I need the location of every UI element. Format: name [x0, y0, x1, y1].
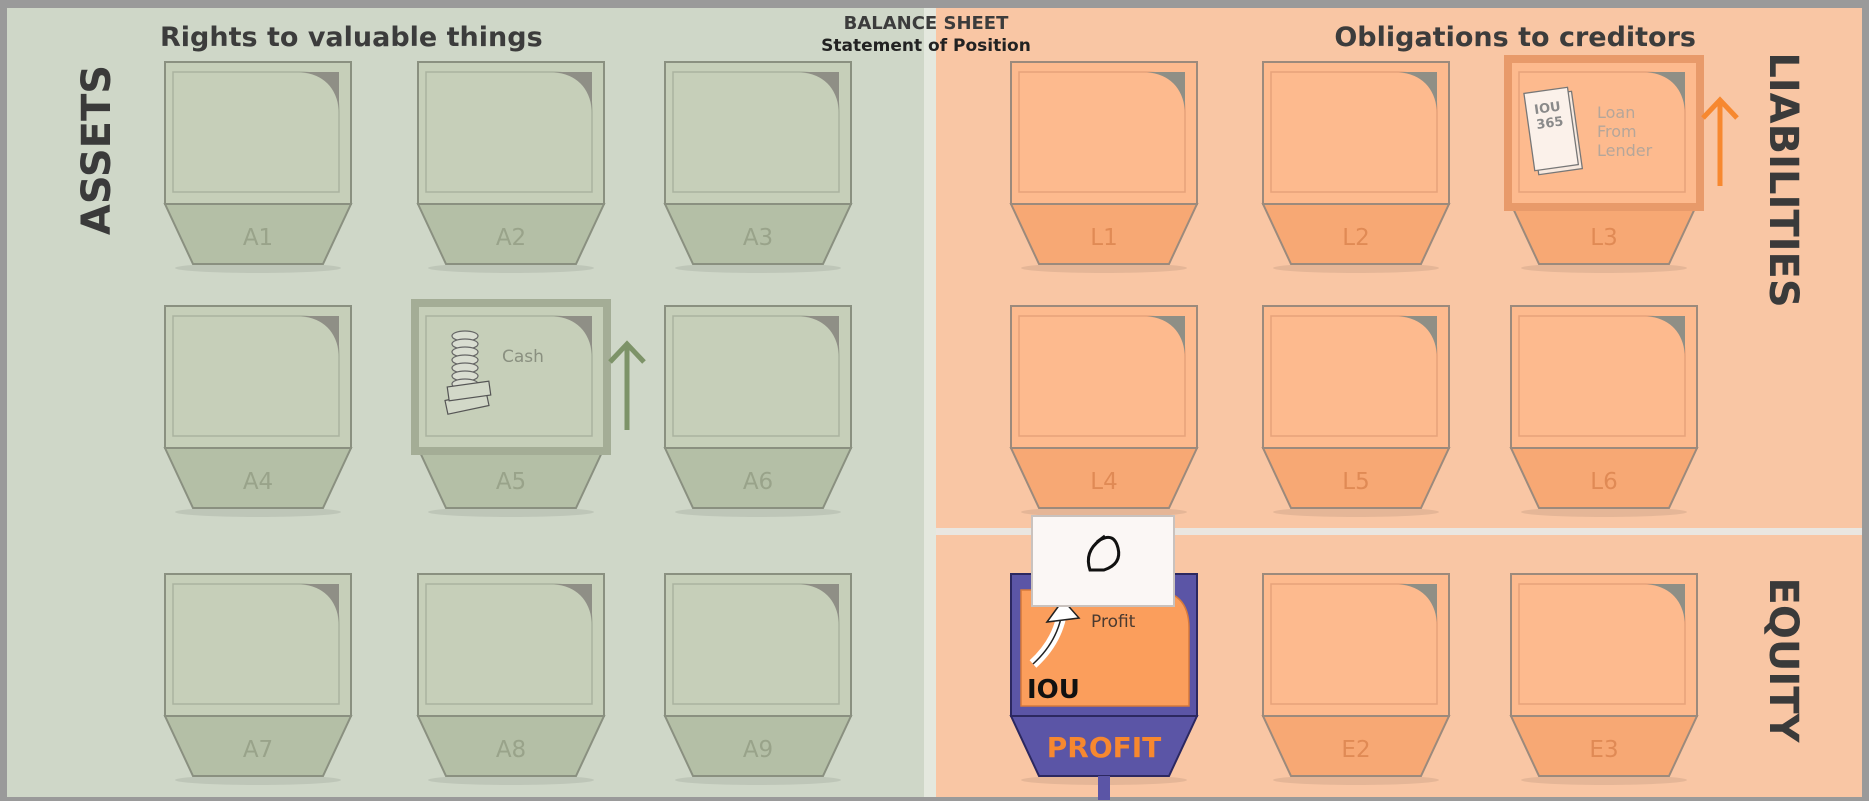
profit-post	[1098, 776, 1110, 800]
slot-l4[interactable]: L4	[1011, 306, 1197, 517]
slot-e3[interactable]: E3	[1511, 574, 1697, 785]
slot-card	[673, 584, 839, 704]
slot-label: L5	[1342, 469, 1369, 495]
profit-card-label: Profit	[1091, 612, 1136, 632]
slot-label: A8	[496, 737, 526, 763]
cash-card-label: Cash	[502, 347, 544, 367]
assets-heading: Rights to valuable things	[160, 22, 543, 53]
liabilities-heading: Obligations to creditors	[1334, 22, 1696, 53]
slot-label: E2	[1341, 737, 1370, 763]
slot-card	[1519, 316, 1685, 436]
slot-a2[interactable]: A2	[418, 62, 604, 273]
slot-e2[interactable]: E2	[1263, 574, 1449, 785]
slot-label: PROFIT	[1047, 731, 1162, 764]
slot-label: A9	[743, 737, 773, 763]
slot-label: L3	[1590, 225, 1617, 251]
slot-card	[173, 316, 339, 436]
slot-label: A4	[243, 469, 273, 495]
center-divider	[924, 8, 936, 797]
profit-card-badge: IOU	[1027, 675, 1080, 705]
slot-l2[interactable]: L2	[1263, 62, 1449, 273]
slot-card	[173, 584, 339, 704]
equity-section-label: EQUITY	[1760, 578, 1806, 744]
slot-a1[interactable]: A1	[165, 62, 351, 273]
slot-card	[426, 72, 592, 192]
slot-label: A1	[243, 225, 273, 251]
slot-card	[1271, 584, 1437, 704]
loan-card-label-line: Lender	[1597, 141, 1653, 160]
slot-label: L2	[1342, 225, 1369, 251]
slot-card	[1019, 316, 1185, 436]
slot-label: L6	[1590, 469, 1617, 495]
profit-receipt	[1032, 516, 1174, 606]
liabilities-section-label: LIABILITIES	[1760, 52, 1806, 307]
slot-a4[interactable]: A4	[165, 306, 351, 517]
slot-card	[1519, 584, 1685, 704]
slot-label: A2	[496, 225, 526, 251]
slot-a8[interactable]: A8	[418, 574, 604, 785]
slot-card	[1271, 72, 1437, 192]
slot-card	[1019, 72, 1185, 192]
slot-l6[interactable]: L6	[1511, 306, 1697, 517]
slot-label: L4	[1090, 469, 1117, 495]
slot-label: A6	[743, 469, 773, 495]
loan-card-label-line: From	[1597, 122, 1637, 141]
page-subtitle: Statement of Position	[821, 36, 1031, 56]
slot-label: A3	[743, 225, 773, 251]
page-title: BALANCE SHEET	[844, 13, 1010, 34]
slot-label: L1	[1090, 225, 1117, 251]
loan-card-label-line: Loan	[1597, 103, 1635, 122]
slot-card	[673, 316, 839, 436]
slot-label: A5	[496, 469, 526, 495]
slot-a6[interactable]: A6	[665, 306, 851, 517]
slot-a7[interactable]: A7	[165, 574, 351, 785]
slot-card	[673, 72, 839, 192]
slot-card	[173, 72, 339, 192]
slot-a9[interactable]: A9	[665, 574, 851, 785]
slot-card	[1271, 316, 1437, 436]
slot-card	[426, 316, 592, 436]
slot-l1[interactable]: L1	[1011, 62, 1197, 273]
slot-a3[interactable]: A3	[665, 62, 851, 273]
slot-label: E3	[1589, 737, 1618, 763]
assets-section-label: ASSETS	[74, 65, 120, 235]
slot-l5[interactable]: L5	[1263, 306, 1449, 517]
slot-card	[426, 584, 592, 704]
slot-label: A7	[243, 737, 273, 763]
slot-a5[interactable]: A5	[418, 306, 604, 517]
